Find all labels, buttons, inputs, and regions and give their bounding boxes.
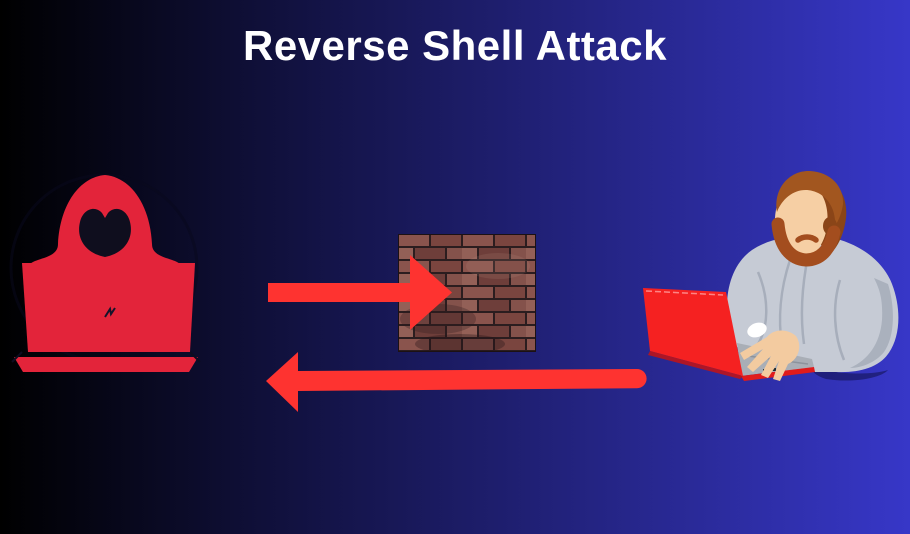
victim-hand — [740, 330, 800, 381]
victim-mustache — [795, 234, 819, 243]
victim-hair-front — [776, 170, 844, 226]
victim-beard — [771, 217, 841, 267]
attacker-hacker-icon — [9, 173, 201, 372]
victim-shirt-cuff — [747, 322, 767, 338]
reverse-shell-arrow-left-icon — [266, 352, 647, 412]
attack-arrow-right-icon — [268, 255, 452, 330]
diagram-title: Reverse Shell Attack — [243, 22, 667, 69]
hinge-slash-left — [11, 351, 23, 363]
hacker-laptop-logo-mark — [104, 306, 116, 318]
reverse-arrow-head — [266, 352, 298, 412]
victim-shirt-arm-shade — [850, 278, 893, 368]
victim-user-illustration — [643, 170, 899, 381]
brick-highlight — [466, 253, 530, 279]
hacker-laptop-base — [14, 357, 198, 372]
brick-shading-bottom — [415, 334, 505, 352]
hacker-laptop-screen — [22, 263, 195, 352]
arm-shadow — [810, 366, 888, 381]
victim-laptop-screen-edge — [648, 351, 743, 379]
hacker-face-shadow — [79, 208, 131, 257]
reverse-arrow-shaft — [298, 369, 647, 391]
hinge-slash-right — [189, 351, 201, 363]
screen-top-highlight — [645, 290, 724, 296]
victim-laptop-screen — [643, 288, 743, 376]
